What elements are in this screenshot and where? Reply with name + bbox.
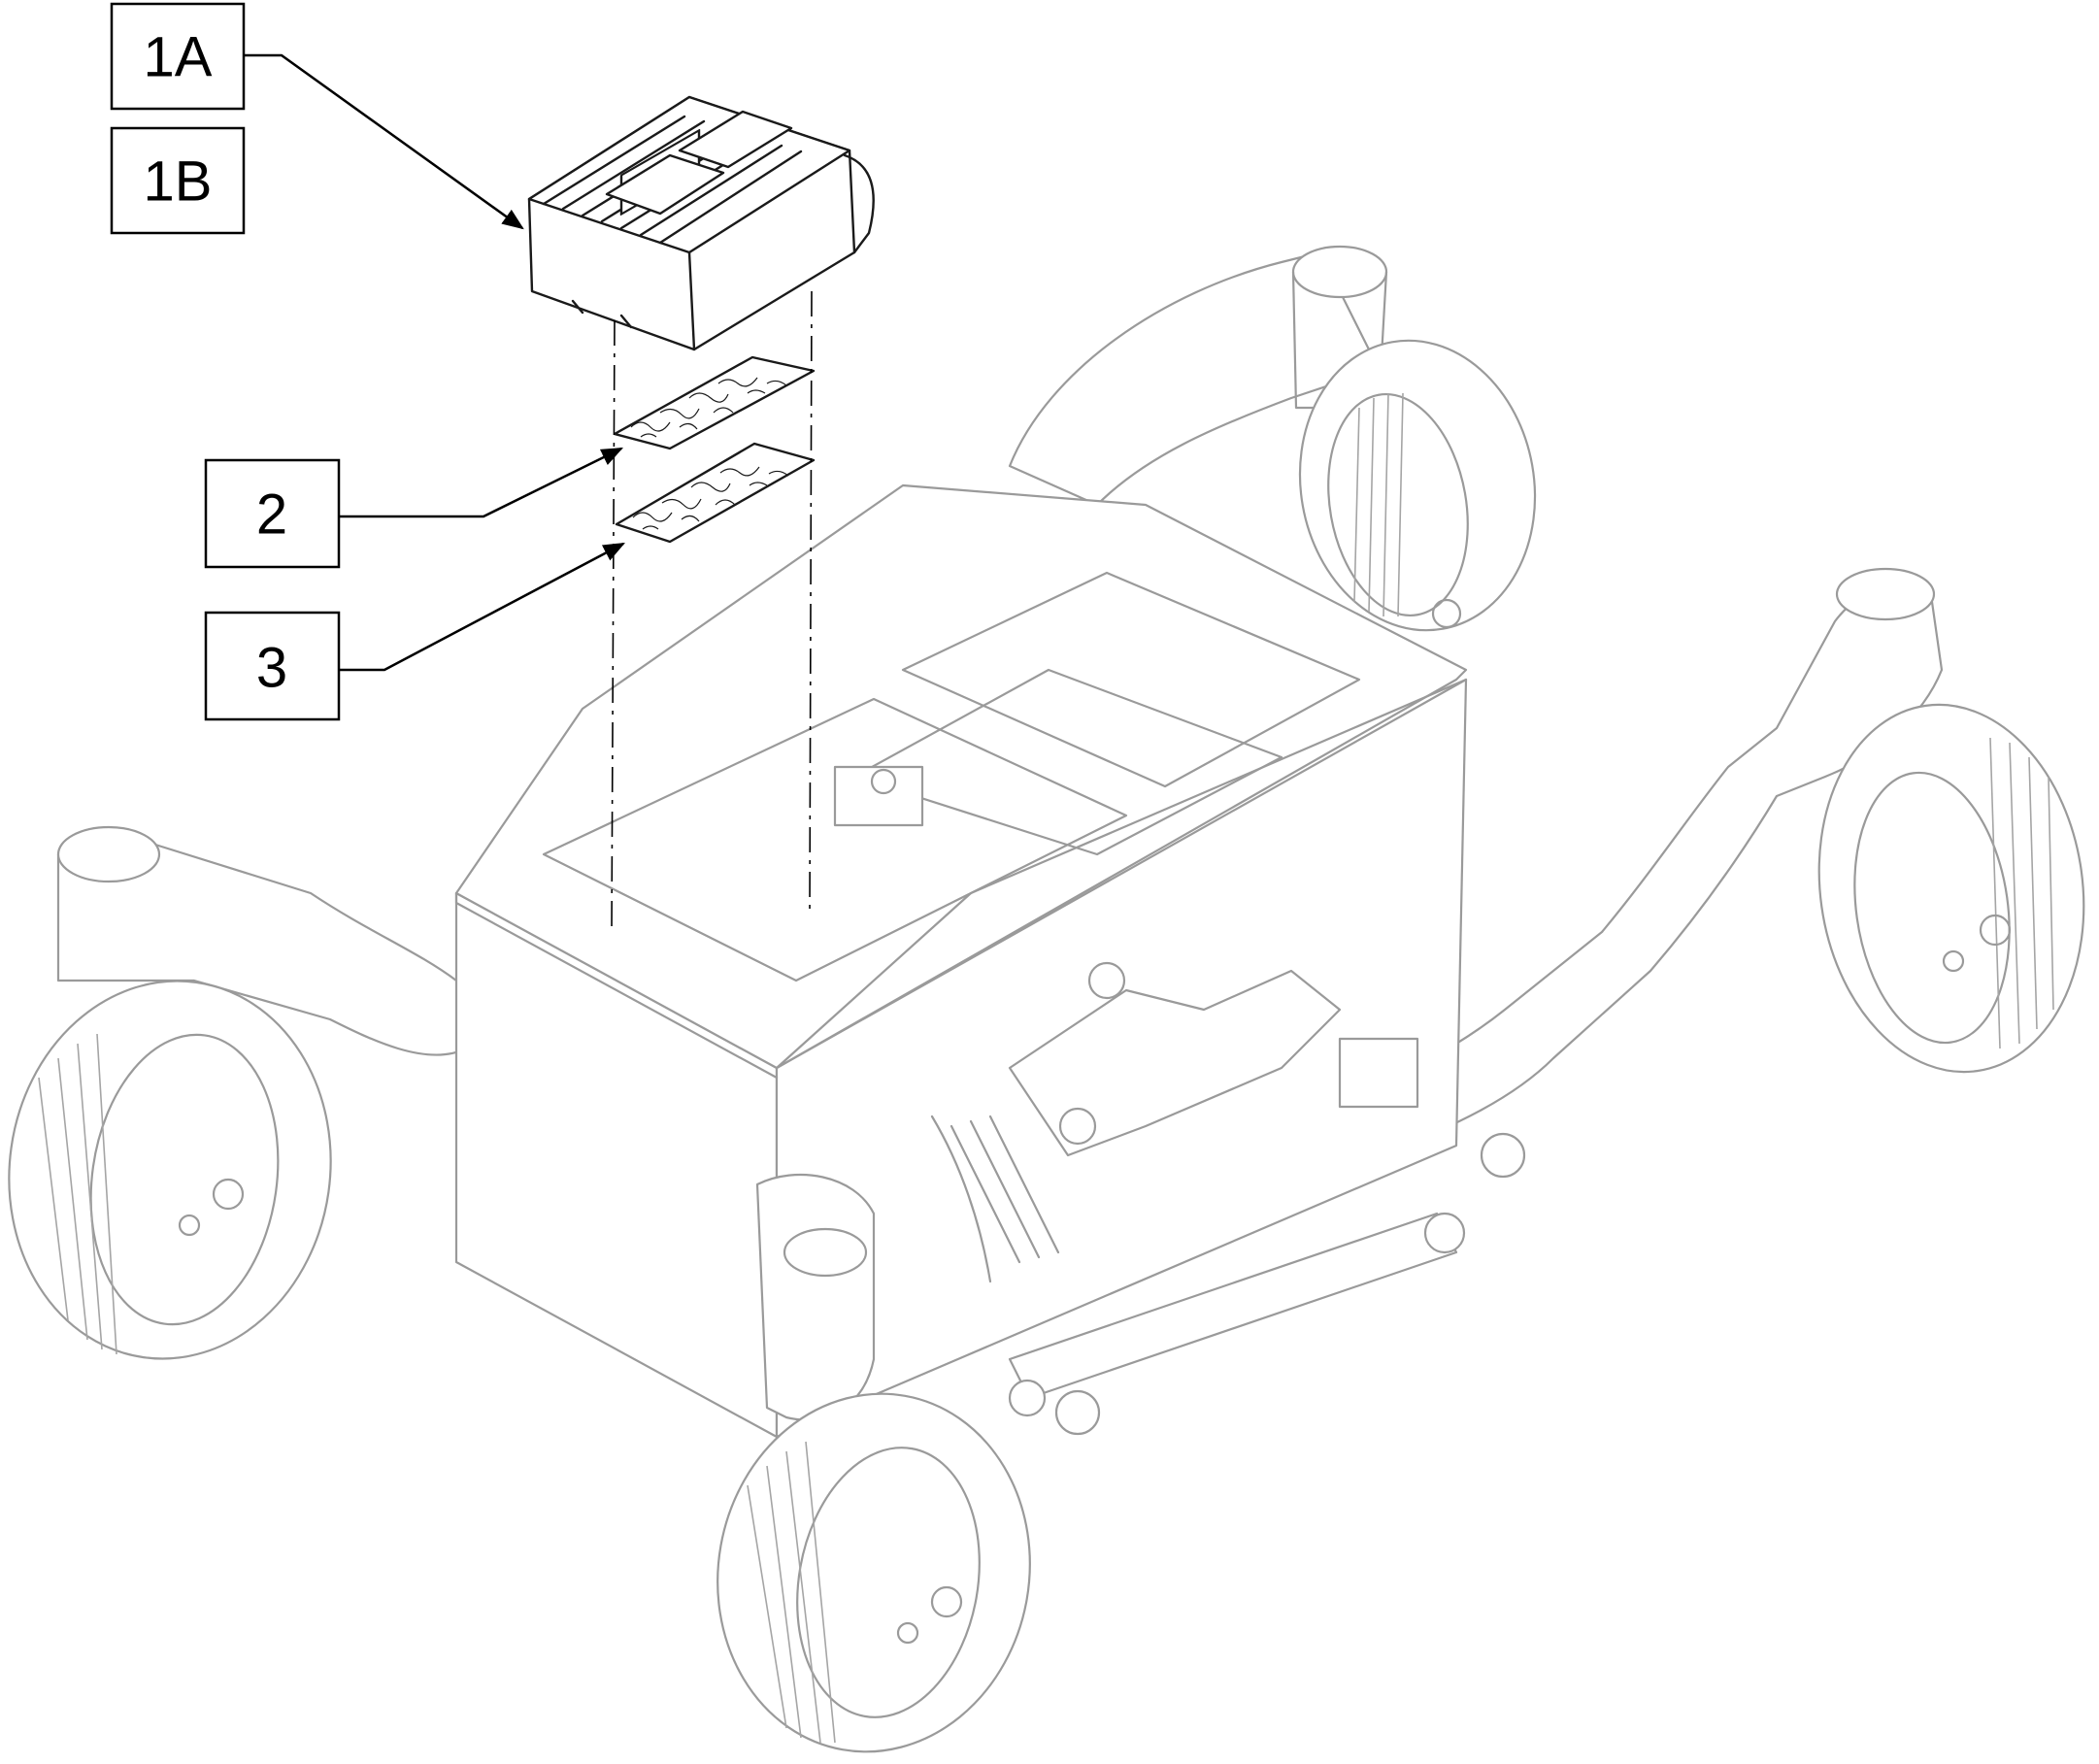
front-wheel [716, 1392, 1031, 1753]
right-wheel [1817, 703, 2085, 1074]
callout-1b: 1B [110, 126, 246, 235]
power-chair-base [8, 245, 2085, 1753]
callout-2: 2 [204, 458, 341, 569]
foam-pad-upper [613, 355, 816, 450]
callout-3: 3 [204, 611, 341, 721]
exploded-view-guide-lines [611, 290, 813, 933]
callout-3-label: 3 [256, 637, 287, 700]
callout-1b-label: 1B [144, 150, 213, 214]
rear-right-wheel [1298, 339, 1537, 632]
left-wheel [8, 980, 332, 1360]
callout-1a-label: 1A [144, 26, 213, 89]
left-caster-arm [56, 825, 468, 1056]
callout-2-label: 2 [256, 483, 287, 547]
right-caster-arm [1328, 567, 1944, 1157]
callout-1a: 1A [110, 2, 246, 111]
foam-pad-lower [615, 442, 816, 544]
suspension-linkage [930, 961, 1526, 1436]
controller-module [527, 95, 875, 351]
callout-leaders [244, 53, 625, 672]
front-caster-arm [755, 1173, 876, 1421]
